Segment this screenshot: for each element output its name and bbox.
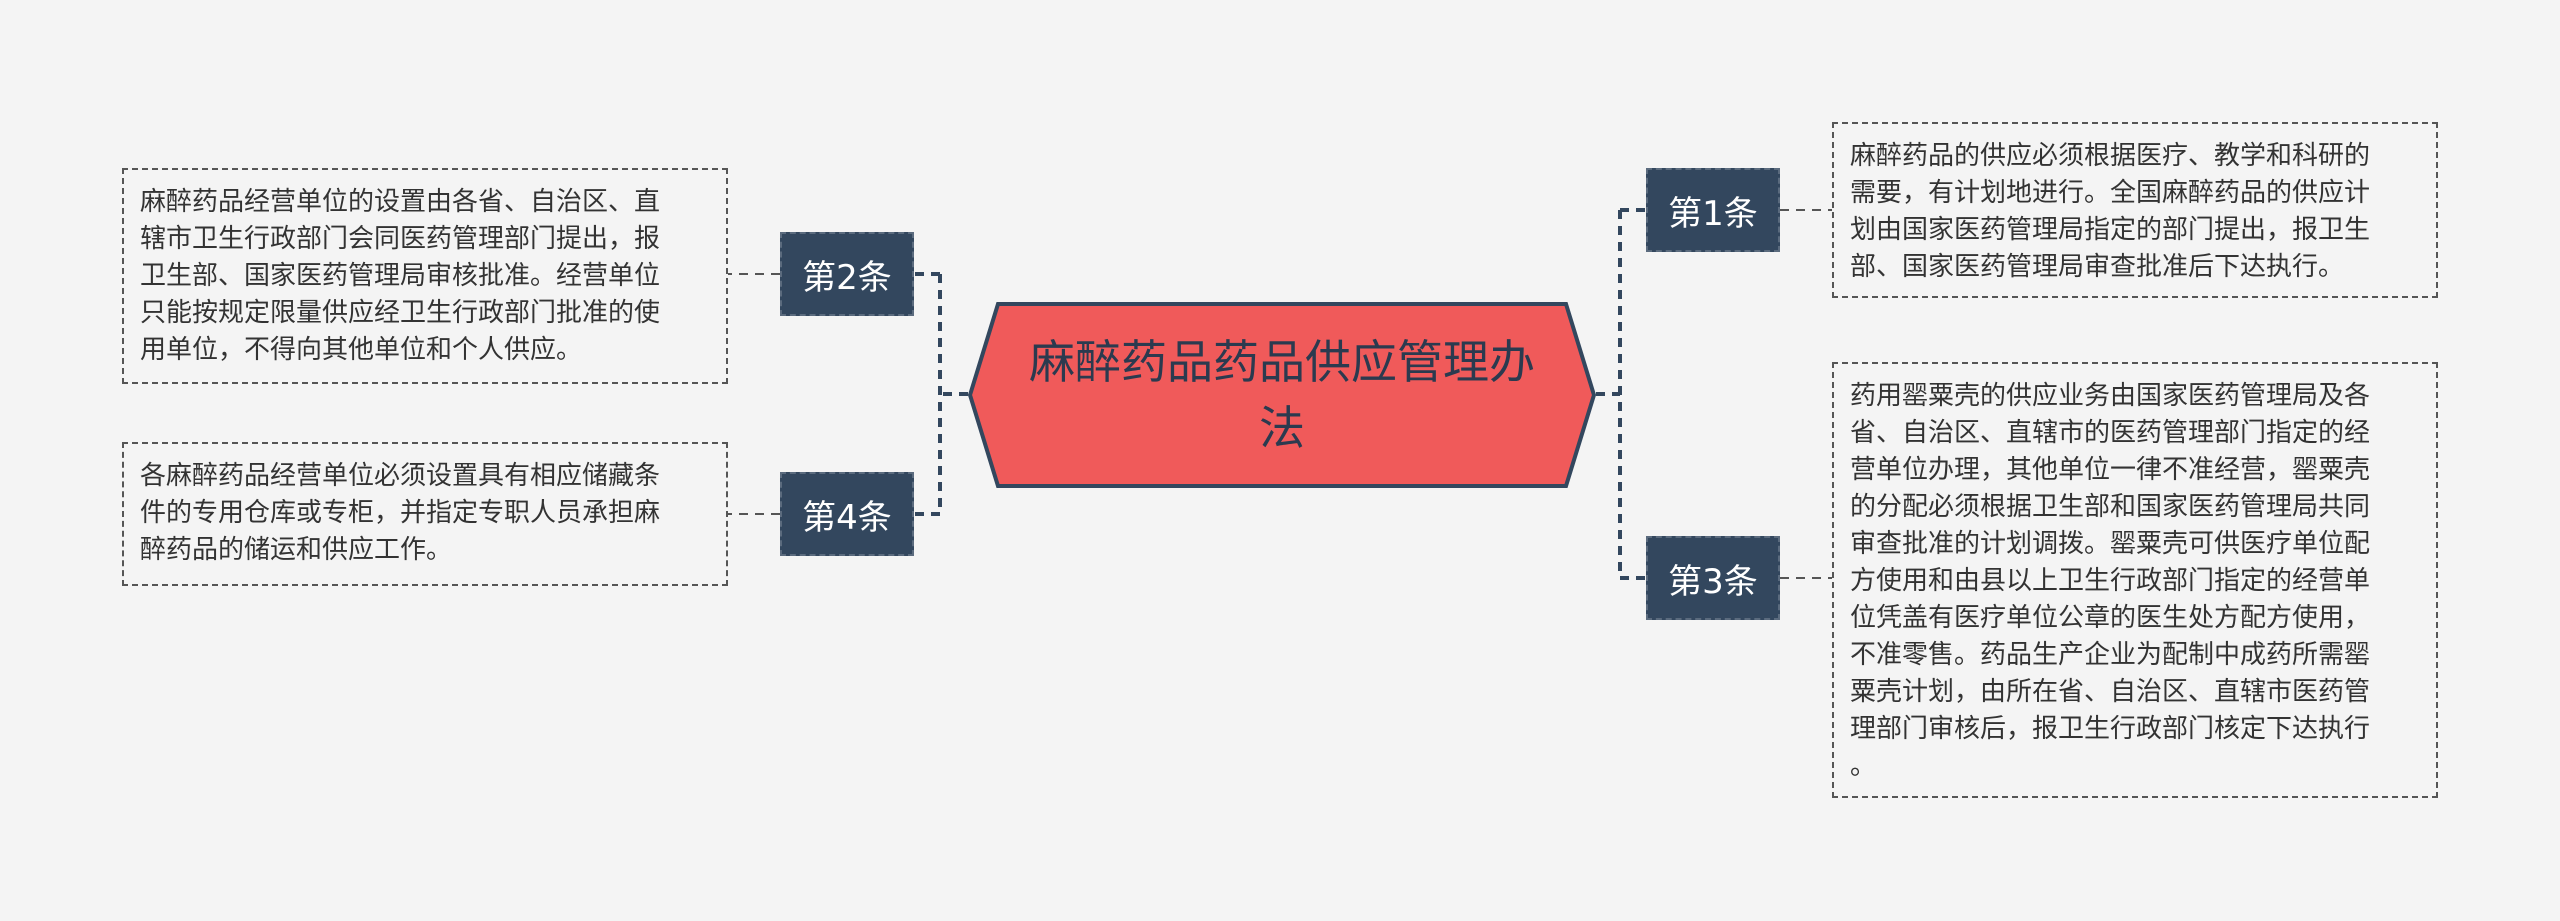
central-topic[interactable]: 麻醉药品药品供应管理办 法 [968, 302, 1596, 488]
branch-note-4: 各麻醉药品经营单位必须设置具有相应储藏条 件的专用仓库或专柜，并指定专职人员承担… [122, 442, 728, 586]
central-topic-shape [968, 302, 1596, 488]
central-topic-line2: 法 [1259, 401, 1305, 455]
connector-left-trunk [914, 272, 968, 516]
branch-tag-2[interactable]: 第2条 [780, 232, 914, 316]
branch-note-1: 麻醉药品的供应必须根据医疗、教学和科研的 需要，有计划地进行。全国麻醉药品的供应… [1832, 122, 2438, 298]
branch-tag-4[interactable]: 第4条 [780, 472, 914, 556]
connector-right-trunk [1596, 208, 1648, 580]
central-topic-title: 麻醉药品药品供应管理办 法 [1018, 302, 1546, 488]
branch-tag-3[interactable]: 第3条 [1646, 536, 1780, 620]
branch-note-3: 药用罂粟壳的供应业务由国家医药管理局及各 省、自治区、直辖市的医药管理部门指定的… [1832, 362, 2438, 798]
branch-note-2: 麻醉药品经营单位的设置由各省、自治区、直 辖市卫生行政部门会同医药管理部门提出，… [122, 168, 728, 384]
central-topic-line1: 麻醉药品药品供应管理办 [1029, 335, 1535, 389]
branch-tag-1[interactable]: 第1条 [1646, 168, 1780, 252]
